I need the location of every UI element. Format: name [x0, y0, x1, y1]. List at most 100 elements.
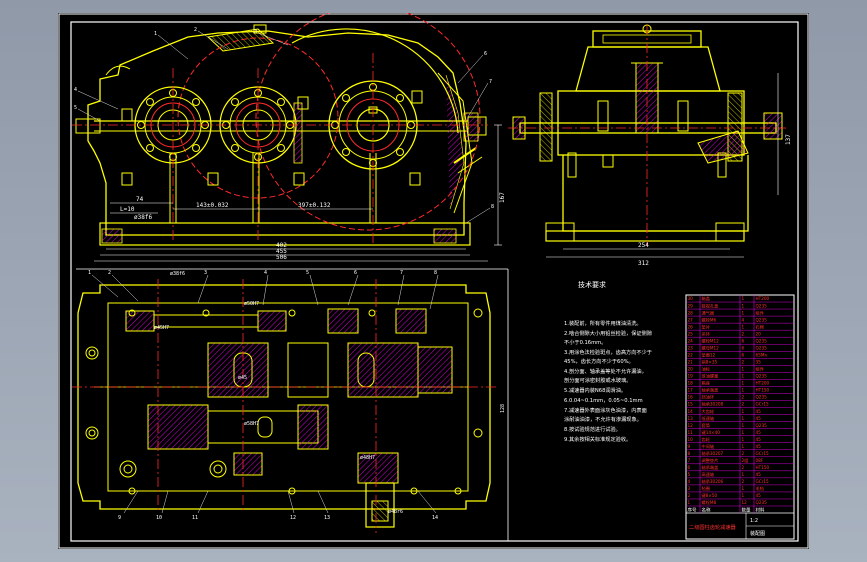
table-cell: 1 — [742, 296, 745, 301]
table-cell: Q235 — [756, 338, 768, 343]
table-cell: 13 — [688, 416, 694, 421]
table-cell: 垫圈12 — [702, 352, 716, 359]
table-cell: 1 — [742, 381, 745, 386]
table-cell: 18 — [688, 381, 694, 386]
table-cell: 4 — [742, 317, 745, 322]
dim-height: 167 — [499, 192, 506, 203]
table-cell: 1 — [742, 437, 745, 442]
table-cell: 2 — [742, 331, 745, 336]
table-cell: 2 — [688, 493, 691, 498]
table-cell: 1 — [742, 324, 745, 329]
plan-leader-11: 11 — [192, 515, 198, 521]
table-cell: 油标 — [702, 366, 710, 373]
table-cell: HT200 — [756, 381, 770, 386]
table-cell: 4 — [688, 479, 691, 484]
table-cell: 7 — [688, 458, 691, 463]
table-cell: 1 — [688, 500, 691, 505]
table-cell: 24 — [688, 338, 694, 343]
table-cell: GCr15 — [756, 451, 770, 456]
table-cell: 轴承端盖 — [702, 387, 719, 394]
table-cell: HT200 — [756, 296, 770, 301]
table-cell: 12 — [742, 500, 748, 505]
title-block-drawing-no: 装配图 — [750, 530, 765, 537]
table-cell: 1 — [742, 374, 745, 379]
table-cell: 35 — [756, 360, 762, 365]
table-cell: 6 — [742, 353, 745, 358]
table-header-cell: 数量 — [742, 506, 751, 513]
table-cell: HT150 — [756, 465, 770, 470]
table-cell: 螺栓M12 — [702, 337, 720, 344]
table-cell: 吊环 — [702, 331, 710, 337]
note-line: 2.啮合侧隙大小用铅丝检验，保证侧隙 — [564, 329, 652, 337]
title-block-scale: 1:2 — [750, 518, 758, 524]
table-cell: 键14×40 — [702, 429, 721, 436]
table-cell: 1 — [742, 430, 745, 435]
table-cell: 08F — [756, 458, 764, 463]
plan-leader-13: 13 — [324, 515, 330, 521]
table-cell: Q235 — [756, 423, 768, 428]
table-cell: 1 — [742, 409, 745, 414]
table-cell: 键8×50 — [702, 492, 718, 499]
cad-viewport[interactable]: 74 L=10 ø38f6 143±0.032 397±0.132 402 45… — [58, 13, 809, 549]
table-cell: GCr15 — [756, 402, 770, 407]
plan-dim-d: ø45 — [238, 375, 247, 381]
dim-shaft: ø38f6 — [134, 214, 152, 221]
table-cell: 1 — [742, 423, 745, 428]
plan-leader-3: 3 — [204, 270, 207, 276]
table-cell: 1 — [742, 367, 745, 372]
table-cell: 垫片 — [702, 323, 710, 330]
table-cell: 轴承30207 — [702, 450, 724, 457]
table-cell: Q235 — [756, 500, 768, 505]
front-leader-7: 7 — [489, 79, 492, 85]
table-cell: 螺母M12 — [702, 344, 720, 351]
table-cell: 低速轴 — [702, 415, 715, 422]
table-cell: 20 — [756, 331, 762, 336]
table-header-cell: 序号 — [688, 506, 697, 513]
table-cell: 窥视孔盖 — [702, 302, 719, 309]
table-cell: 28 — [688, 310, 694, 315]
side-view: 254 312 137 — [508, 24, 792, 267]
table-cell: 2 — [742, 360, 745, 365]
plan-leader-12: 12 — [290, 515, 296, 521]
front-leader-1: 1 — [154, 31, 157, 37]
side-dim-height: 137 — [785, 134, 792, 145]
note-line: 涂耐油油漆，不允许有渗漏现象。 — [564, 415, 642, 423]
table-cell: 2 — [742, 465, 745, 470]
table-cell: GCr15 — [756, 479, 770, 484]
table-cell: 6 — [742, 345, 745, 350]
table-cell: 6 — [742, 338, 745, 343]
table-cell: 29 — [688, 303, 694, 308]
table-cell: 12 — [688, 423, 694, 428]
plan-leader-14: 14 — [432, 515, 438, 521]
note-line: 7.减速器外表面涂灰色油漆，内表面 — [564, 406, 647, 414]
table-cell: 19 — [688, 374, 694, 379]
table-cell: 30 — [688, 296, 694, 301]
table-cell: 放油螺塞 — [702, 373, 720, 380]
note-line: 45%，齿长方向不少于60%。 — [564, 357, 634, 365]
table-cell: 石棉 — [756, 323, 764, 330]
table-cell: 45 — [756, 409, 762, 414]
table-cell: 15 — [688, 402, 694, 407]
table-cell: 65Mn — [756, 353, 768, 358]
dim-74: 74 — [136, 196, 144, 203]
plan-leader-7: 7 — [400, 270, 403, 276]
table-cell: 16 — [688, 395, 694, 400]
note-line: 3.用涂色法检验斑点，齿高方向不少于 — [564, 348, 652, 356]
inner-frame — [70, 21, 799, 542]
table-cell: 1 — [742, 472, 745, 477]
assembly-drawing[interactable]: 74 L=10 ø38f6 143±0.032 397±0.132 402 45… — [58, 13, 809, 549]
table-cell: 螺栓M8 — [702, 499, 717, 506]
table-cell: 2 — [742, 479, 745, 484]
table-cell: 45 — [756, 472, 762, 477]
table-cell: 20 — [688, 367, 694, 372]
plan-leader-9: 9 — [118, 515, 121, 521]
table-header-cell: 名称 — [702, 506, 711, 513]
side-dim-1: 254 — [638, 242, 649, 249]
table-cell: 套筒 — [702, 422, 710, 429]
plan-leader-4: 4 — [264, 270, 267, 276]
table-cell: 挡油环 — [702, 394, 715, 401]
dim-l10: L=10 — [120, 206, 135, 213]
note-line: 1.装配前，所有零件用煤油清洗。 — [564, 319, 642, 327]
plan-leader-8: 8 — [434, 270, 437, 276]
table-cell: 8 — [688, 451, 691, 456]
